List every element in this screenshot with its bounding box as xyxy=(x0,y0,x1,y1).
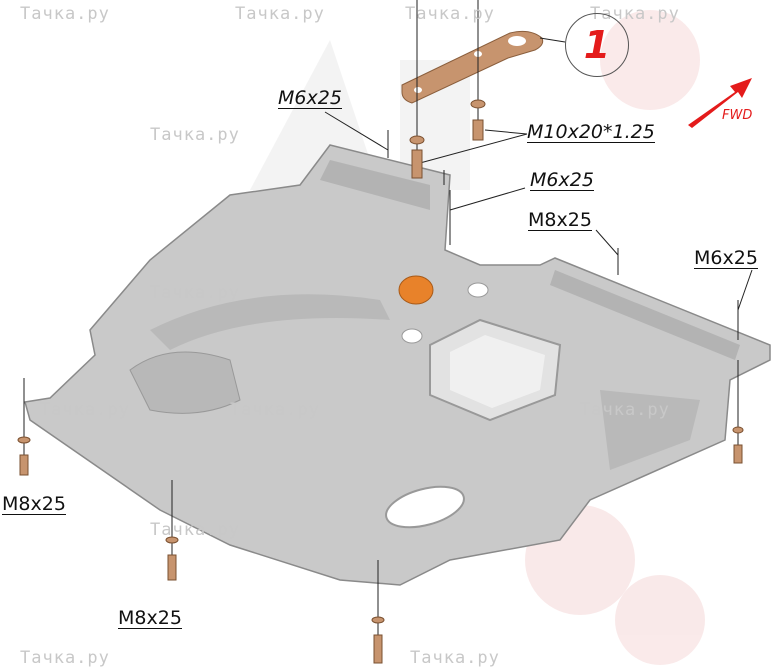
watermark: Тачка.ру xyxy=(20,648,110,668)
watermark: Тачка.ру xyxy=(20,4,110,24)
label-m6x25-center: M6x25 xyxy=(530,169,594,191)
label-m6x25-right: M6x25 xyxy=(694,247,758,269)
brand-badge xyxy=(398,275,434,305)
label-m6x25-top: M6x25 xyxy=(278,87,342,109)
part-callout-1: 1 xyxy=(565,13,629,77)
fwd-arrow-icon xyxy=(688,78,752,128)
watermark: Тачка.ру xyxy=(235,4,325,24)
bolts-and-washers xyxy=(17,99,744,664)
watermark: Тачка.ру xyxy=(150,283,240,303)
fwd-label: FWD xyxy=(722,108,753,123)
watermark: Тачка.ру xyxy=(230,400,320,420)
skid-plate xyxy=(24,144,771,586)
watermark: Тачка.ру xyxy=(405,4,495,24)
bracket-part-1 xyxy=(401,30,544,104)
watermark: Тачка.ру xyxy=(40,400,130,420)
watermark: Тачка.ру xyxy=(150,520,240,540)
label-m8x25-right-mid: M8x25 xyxy=(528,209,592,231)
label-m8x25-bottom: M8x25 xyxy=(118,607,182,629)
watermark: Тачка.ру xyxy=(150,125,240,145)
watermark: Тачка.ру xyxy=(410,648,500,668)
label-m10x20-bracket-bolts: M10x20*1.25 xyxy=(527,121,655,143)
label-m8x25-left: M8x25 xyxy=(2,493,66,515)
watermark: Тачка.ру xyxy=(580,400,670,420)
